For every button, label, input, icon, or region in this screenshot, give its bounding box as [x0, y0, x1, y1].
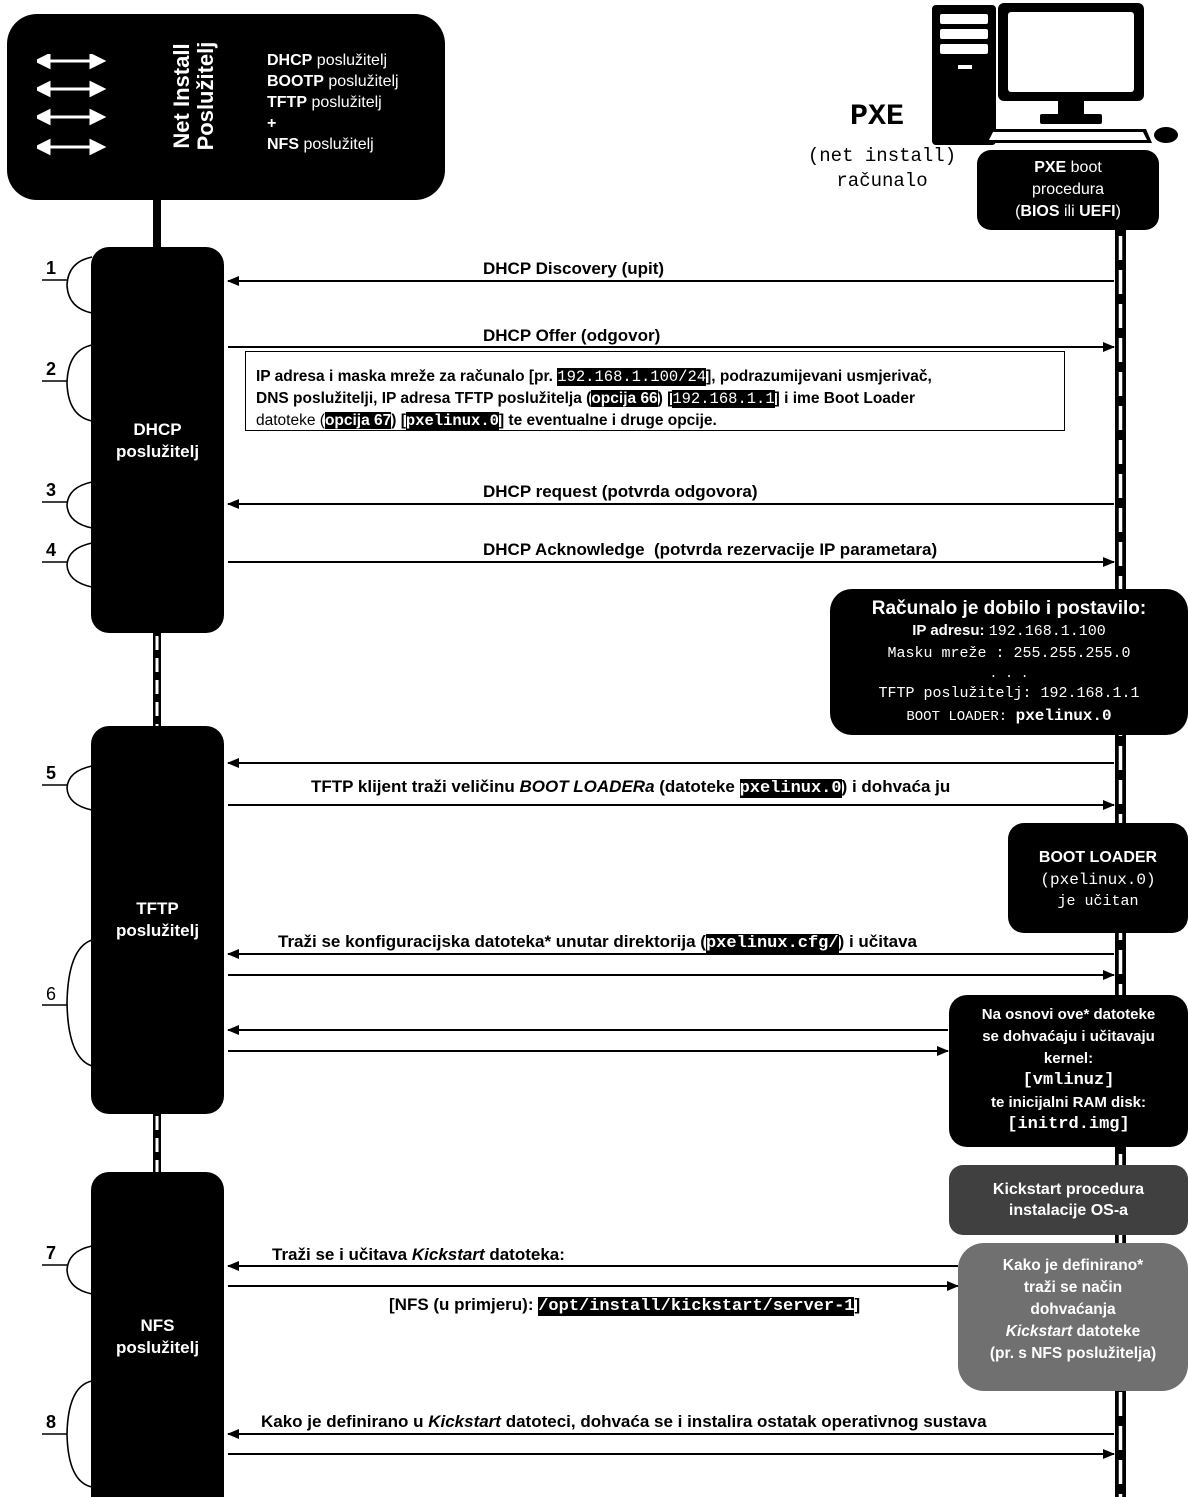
kickstart-fetch-line4: Kickstart datoteke — [1005, 1323, 1141, 1340]
pxe-boot-procedure-box: PXE boot procedura (BIOS ili UEFI) — [977, 150, 1159, 230]
kickstart-fetch-line2: traži se način — [1023, 1279, 1123, 1296]
pxe-title: PXE — [850, 100, 905, 134]
step-braces — [42, 256, 93, 1488]
received-config-ip: IP adresu: 192.168.1.100 — [912, 622, 1106, 640]
service-tftp: TFTP poslužitelj — [267, 94, 382, 111]
message-tftp-bootloader: TFTP klijent traži veličinu BOOT LOADERa… — [311, 777, 951, 798]
service-dhcp: DHCP poslužitelj — [267, 52, 388, 69]
step-number-1: 1 — [46, 258, 57, 278]
kernel-initrd-box: Na osnovi ove* datoteke se dohvaćaju i u… — [949, 995, 1188, 1147]
kickstart-procedure-box: Kickstart procedura instalacije OS-a — [949, 1165, 1188, 1235]
step-number-5: 5 — [46, 763, 57, 783]
server-lifeline — [153, 200, 161, 1175]
tftp-server-label2: poslužitelj — [115, 921, 200, 940]
received-config-title: Računalo je dobilo i postavilo: — [871, 598, 1147, 619]
service-plus: + — [267, 115, 277, 132]
nfs-server-label1: NFS — [140, 1316, 175, 1335]
pxe-boot-line2: procedura — [1031, 181, 1105, 198]
server-title-line2: Poslužitelj — [193, 41, 218, 151]
kernel-line1: Na osnovi ove* datoteke — [981, 1006, 1156, 1023]
kernel-initrd: [initrd.img] — [1007, 1115, 1130, 1134]
offer-line1: IP adresa i maska mreže za računalo [pr.… — [256, 368, 932, 386]
offer-line2: DNS poslužitelji, IP adresa TFTP posluži… — [256, 390, 916, 408]
tftp-server-label1: TFTP — [136, 899, 179, 918]
message-kickstart-request: Traži se i učitava Kickstart datoteka: — [272, 1245, 565, 1264]
net-install-server-box: Net Install Poslužitelj DHCP poslužitelj… — [7, 14, 445, 200]
offer-line3: datoteke (opcija 67) [pxelinux.0] te eve… — [256, 412, 717, 430]
received-config-bootloader: BOOT LOADER: pxelinux.0 — [906, 707, 1112, 725]
service-bootp: BOOTP poslužitelj — [267, 73, 399, 90]
step-number-3: 3 — [46, 480, 57, 500]
bootloader-loaded-line3: je učitan — [1057, 893, 1139, 910]
message-dhcp-acknowledge: DHCP Acknowledge (potvrda rezervacije IP… — [483, 540, 938, 559]
message-config-file: Traži se konfiguracijska datoteka* unuta… — [278, 932, 918, 953]
pxe-boot-line3: (BIOS ili UEFI) — [1015, 203, 1121, 220]
nfs-server-box: NFS poslužitelj — [91, 1172, 224, 1497]
received-config-dots: . . . — [989, 666, 1029, 681]
received-config-box: Računalo je dobilo i postavilo: IP adres… — [830, 589, 1188, 735]
nfs-server-label2: poslužitelj — [115, 1338, 200, 1357]
dhcp-server-label2: poslužitelj — [115, 442, 200, 461]
pxe-subtitle-line2: računalo — [836, 170, 928, 192]
kickstart-fetch-line1: Kako je definirano* — [1002, 1257, 1144, 1274]
pxe-subtitle: (net install) računalo — [792, 144, 972, 194]
kernel-line3: kernel: — [1043, 1050, 1094, 1067]
received-config-mask: Masku mreže : 255.255.255.0 — [887, 645, 1131, 662]
kickstart-fetch-box: Kako je definirano* traži se način dohva… — [958, 1243, 1188, 1391]
message-kickstart-nfs-path: [NFS (u primjeru): /opt/install/kickstar… — [389, 1295, 861, 1316]
message-install-os: Kako je definirano u Kickstart datoteci,… — [261, 1412, 987, 1431]
kernel-vmlinuz: [vmlinuz] — [1022, 1071, 1115, 1090]
pxe-boot-line1: PXE boot — [1034, 159, 1102, 176]
dhcp-offer-details-box: IP adresa i maska mreže za računalo [pr.… — [245, 351, 1065, 431]
message-dhcp-offer: DHCP Offer (odgovor) — [483, 326, 661, 345]
bidirectional-arrows-icon — [37, 54, 107, 156]
kernel-line5: te inicijalni RAM disk: — [990, 1094, 1147, 1111]
kickstart-fetch-line3: dohvaćanja — [1030, 1301, 1116, 1318]
kickstart-procedure-line2: instalacije OS-a — [1008, 1202, 1129, 1219]
kickstart-fetch-line5: (pr. s NFS poslužitelja) — [989, 1345, 1157, 1362]
server-services: DHCP poslužitelj BOOTP poslužitelj TFTP … — [267, 50, 399, 155]
bootloader-loaded-line1: BOOT LOADER — [1038, 849, 1158, 866]
step-number-6: 6 — [46, 984, 57, 1004]
message-dhcp-request: DHCP request (potvrda odgovora) — [483, 482, 758, 501]
tftp-server-box: TFTP poslužitelj — [91, 726, 224, 1114]
server-title: Net Install Poslužitelj — [169, 26, 218, 166]
pxe-subtitle-line1: (net install) — [807, 145, 957, 167]
service-nfs: NFS poslužitelj — [267, 136, 374, 153]
bootloader-loaded-line2: (pxelinux.0) — [1040, 871, 1156, 889]
message-arrows — [227, 276, 1115, 1459]
dhcp-server-label1: DHCP — [133, 420, 182, 439]
dhcp-server-box: DHCP poslužitelj — [91, 247, 224, 633]
step-number-8: 8 — [46, 1412, 57, 1432]
step-number-4: 4 — [46, 540, 57, 560]
computer-icon — [932, 3, 1178, 145]
received-config-tftp: TFTP poslužitelj: 192.168.1.1 — [878, 685, 1140, 702]
step-number-2: 2 — [46, 359, 57, 379]
kernel-line2: se dohvaćaju i učitavaju — [982, 1028, 1155, 1045]
kickstart-procedure-line1: Kickstart procedura — [992, 1181, 1145, 1198]
message-dhcp-discovery: DHCP Discovery (upit) — [483, 259, 665, 278]
server-title-line1: Net Install — [169, 43, 194, 149]
bootloader-loaded-box: BOOT LOADER (pxelinux.0) je učitan — [1008, 823, 1188, 933]
step-number-7: 7 — [46, 1243, 57, 1263]
